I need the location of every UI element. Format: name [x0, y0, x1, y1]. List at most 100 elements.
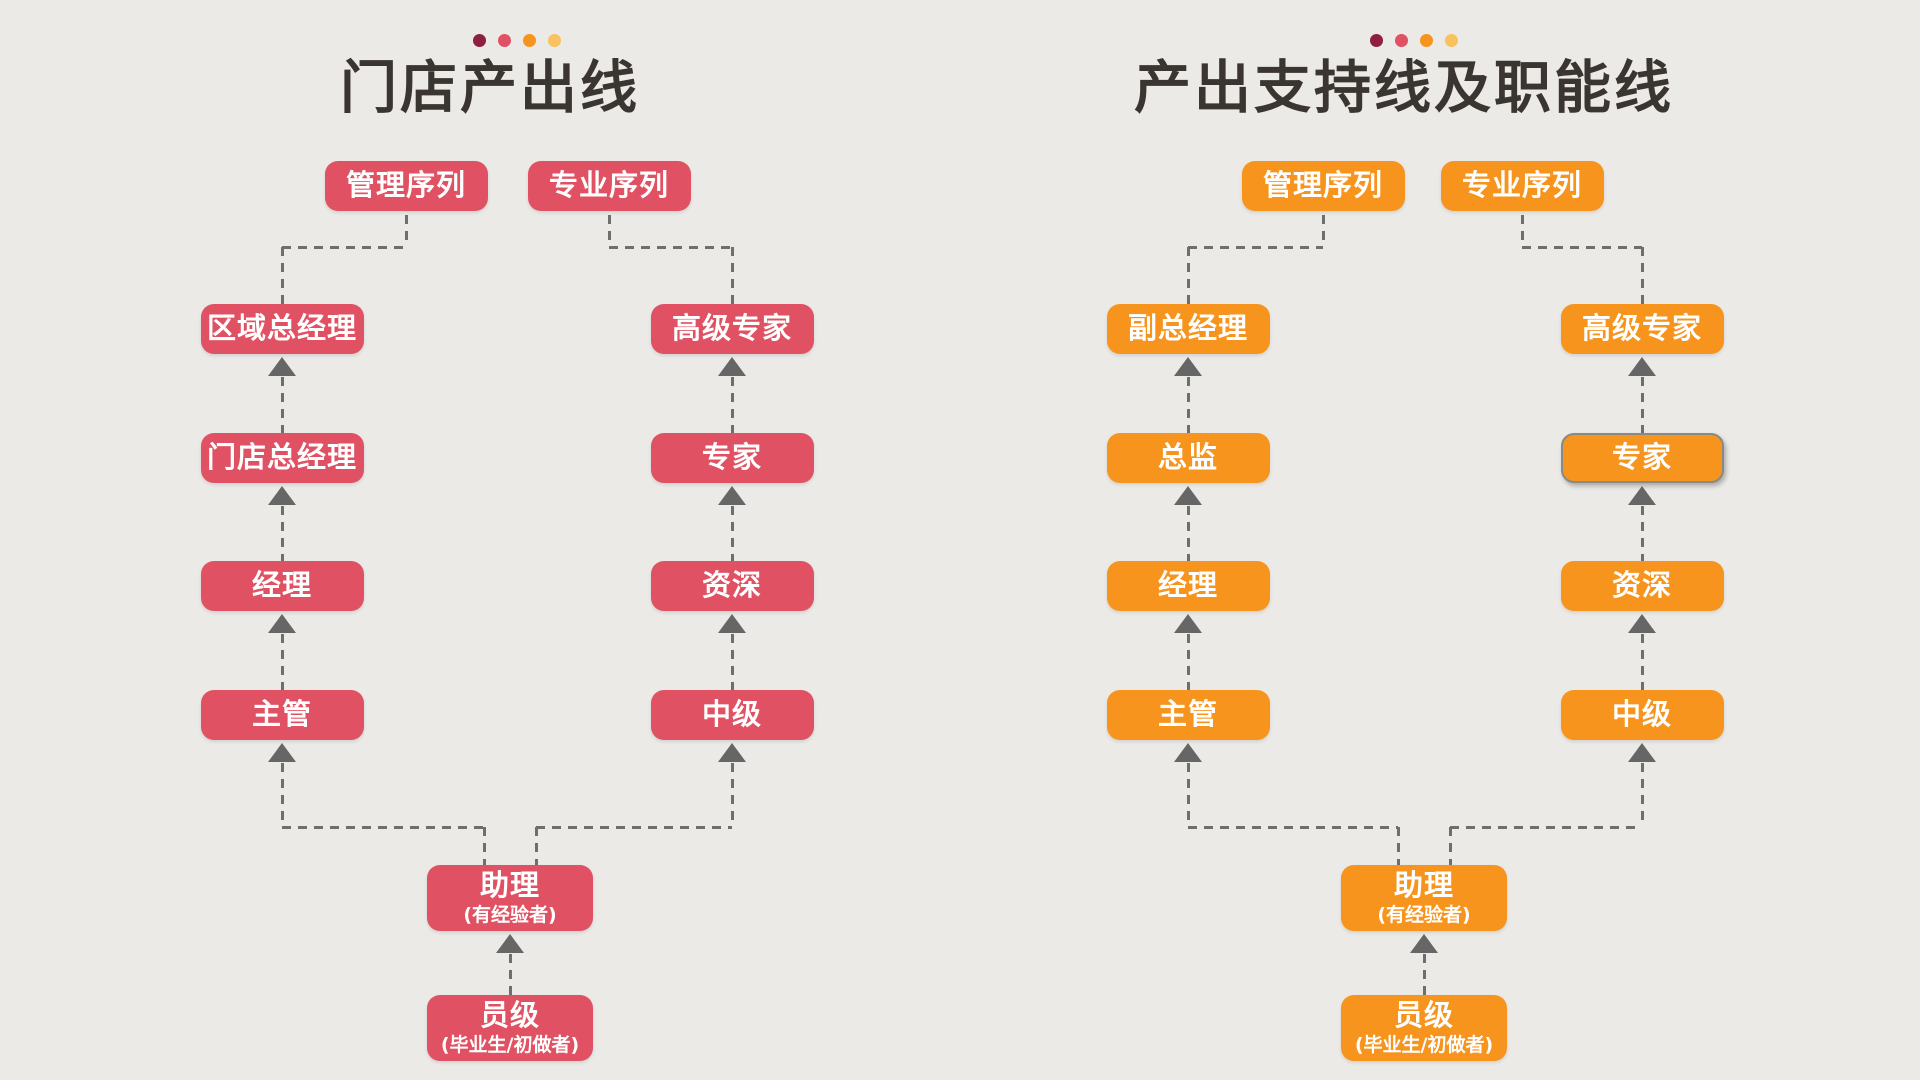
node-label: 经理 — [251, 568, 312, 603]
dashed-connector-vertical — [730, 247, 734, 304]
rank-node: 中级 — [1560, 690, 1724, 740]
arrow-up-icon — [268, 743, 296, 762]
node-label: 总监 — [1157, 440, 1218, 475]
rank-node: 经理 — [1106, 561, 1270, 611]
dashed-connector-vertical — [404, 215, 408, 247]
rank-node: 总监 — [1106, 433, 1270, 483]
dashed-connector-vertical — [1186, 377, 1190, 433]
dashed-connector-horizontal — [1188, 825, 1398, 829]
node-label: 管理序列 — [1262, 168, 1383, 203]
dashed-connector-vertical — [1520, 215, 1524, 247]
rank-node: 门店总经理 — [200, 433, 364, 483]
rank-node: 专家 — [650, 433, 814, 483]
node-label: 区域总经理 — [206, 311, 357, 346]
node-label: 资深 — [1611, 568, 1672, 603]
arrow-up-icon — [268, 357, 296, 376]
arrow-up-icon — [1410, 934, 1438, 953]
dashed-connector-vertical — [280, 506, 284, 561]
node-label: 助理 — [479, 867, 540, 902]
node-label: 高级专家 — [671, 311, 792, 346]
node-label: 专家 — [1611, 440, 1672, 475]
arrow-up-icon — [718, 486, 746, 505]
dashed-connector-vertical — [482, 827, 486, 865]
dashed-connector-vertical — [1422, 954, 1426, 995]
rank-node: 主管 — [1106, 690, 1270, 740]
shared-node: 员级(毕业生/初做者) — [1341, 995, 1507, 1061]
arrow-up-icon — [1174, 614, 1202, 633]
arrow-up-icon — [1628, 614, 1656, 633]
sequence-header-management: 管理序列 — [324, 161, 488, 211]
node-label: 专业序列 — [548, 168, 669, 203]
dashed-connector-vertical — [1640, 506, 1644, 561]
dashed-connector-horizontal — [282, 825, 484, 829]
node-label: 主管 — [251, 697, 312, 732]
decorative-dot — [523, 33, 536, 47]
rank-node: 副总经理 — [1106, 304, 1270, 354]
node-label: 中级 — [1611, 697, 1672, 732]
rank-node: 资深 — [1560, 561, 1724, 611]
dashed-connector-vertical — [730, 377, 734, 433]
dashed-connector-vertical — [730, 634, 734, 690]
rank-node: 主管 — [200, 690, 364, 740]
node-label: 专家 — [701, 440, 762, 475]
arrow-up-icon — [718, 743, 746, 762]
node-sublabel: (有经验者) — [463, 904, 557, 927]
arrow-up-icon — [268, 614, 296, 633]
dashed-connector-vertical — [607, 215, 611, 247]
arrow-up-icon — [1628, 743, 1656, 762]
dashed-connector-vertical — [534, 827, 538, 865]
node-label: 主管 — [1157, 697, 1218, 732]
decorative-dot — [1420, 33, 1433, 47]
rank-node: 高级专家 — [650, 304, 814, 354]
dashed-connector-vertical — [730, 506, 734, 561]
dashed-connector-vertical — [280, 247, 284, 304]
arrow-up-icon — [718, 614, 746, 633]
arrow-up-icon — [1628, 486, 1656, 505]
arrow-up-icon — [496, 934, 524, 953]
node-label: 资深 — [701, 568, 762, 603]
sequence-header-professional: 专业序列 — [527, 161, 691, 211]
rank-node: 高级专家 — [1560, 304, 1724, 354]
arrow-up-icon — [718, 357, 746, 376]
dashed-connector-vertical — [280, 763, 284, 827]
node-label: 助理 — [1393, 867, 1454, 902]
node-label: 中级 — [701, 697, 762, 732]
rank-node: 专家 — [1560, 433, 1724, 483]
dashed-connector-horizontal — [1188, 245, 1323, 249]
dashed-connector-vertical — [1186, 634, 1190, 690]
node-sublabel: (有经验者) — [1377, 904, 1471, 927]
dashed-connector-vertical — [1640, 377, 1644, 433]
shared-node: 助理(有经验者) — [1341, 865, 1507, 931]
dashed-connector-vertical — [1640, 634, 1644, 690]
arrow-up-icon — [1628, 357, 1656, 376]
panel-title: 产出支持线及职能线 — [1134, 55, 1674, 121]
dashed-connector-vertical — [1640, 247, 1644, 304]
dashed-connector-vertical — [1186, 763, 1190, 827]
rank-node: 经理 — [200, 561, 364, 611]
dashed-connector-horizontal — [1522, 245, 1642, 249]
arrow-up-icon — [1174, 486, 1202, 505]
decorative-dot — [1370, 33, 1383, 47]
rank-node: 区域总经理 — [200, 304, 364, 354]
sequence-header-professional: 专业序列 — [1440, 161, 1604, 211]
node-label: 副总经理 — [1127, 311, 1248, 346]
dashed-connector-horizontal — [1450, 825, 1642, 829]
arrow-up-icon — [1174, 743, 1202, 762]
decorative-dot — [473, 33, 486, 47]
decorative-dot — [548, 33, 561, 47]
dashed-connector-vertical — [1321, 215, 1325, 247]
dashed-connector-vertical — [508, 954, 512, 995]
dashed-connector-horizontal — [536, 825, 732, 829]
dashed-connector-vertical — [1396, 827, 1400, 865]
node-label: 专业序列 — [1461, 168, 1582, 203]
decorative-dot — [498, 33, 511, 47]
panel-title: 门店产出线 — [340, 55, 640, 121]
dashed-connector-vertical — [280, 377, 284, 433]
dashed-connector-vertical — [1186, 506, 1190, 561]
dashed-connector-vertical — [1448, 827, 1452, 865]
arrow-up-icon — [268, 486, 296, 505]
node-sublabel: (毕业生/初做者) — [1354, 1034, 1494, 1057]
node-label: 门店总经理 — [206, 440, 357, 475]
dashed-connector-horizontal — [609, 245, 732, 249]
